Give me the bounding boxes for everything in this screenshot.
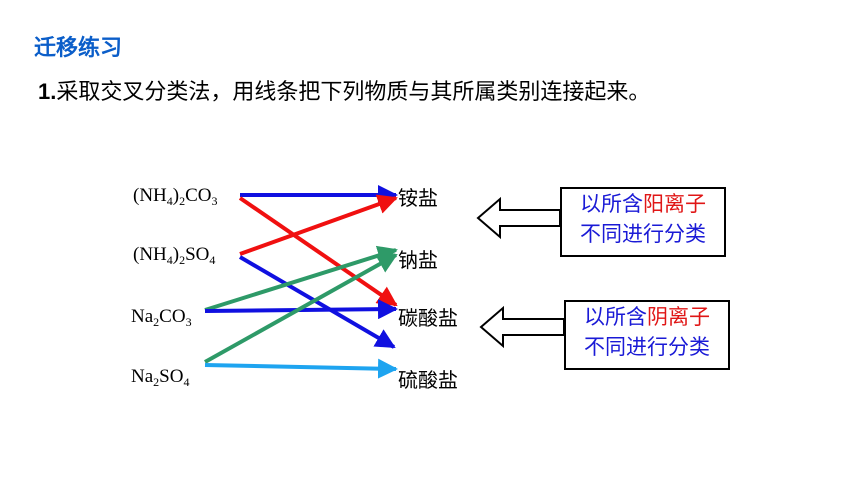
arrow-nh4-2-so4-to-sulfate (238, 255, 396, 349)
compound-na2-co3: Na2CO3 (131, 306, 192, 329)
anion-classification-box: 以所含阴离子 不同进行分类 (564, 300, 730, 370)
anion-box-line1: 以所含阴离子 (584, 305, 710, 329)
arrow-na2so4-to-sulfate (204, 358, 398, 379)
question-number: 1. (38, 79, 57, 104)
arrow-na2co3-to-sodium (204, 245, 398, 312)
category-sulfate: 硫酸盐 (398, 368, 458, 392)
compound-nh4-2-co3: (NH4)2CO3 (133, 185, 218, 208)
question-body: 采取交叉分类法，用线条把下列物质与其所属类别连接起来。 (56, 80, 651, 105)
category-ammonium-salt: 铵盐 (398, 186, 438, 210)
cation-classification-box: 以所含阳离子 不同进行分类 (560, 187, 726, 257)
compound-na2-so4: Na2SO4 (131, 366, 190, 389)
cation-pointer-arrow (476, 196, 561, 240)
category-sodium-salt: 钠盐 (398, 248, 438, 272)
arrow-na2so4-to-sodium (204, 253, 398, 364)
cation-box-line2: 不同进行分类 (580, 222, 706, 246)
arrow-nh4-2-so4-to-ammonium (239, 194, 398, 256)
anion-pointer-arrow (479, 305, 565, 349)
section-heading: 迁移练习 (34, 36, 123, 61)
question-text: 1.采取交叉分类法，用线条把下列物质与其所属类别连接起来。 (38, 74, 650, 106)
anion-box-line2: 不同进行分类 (584, 335, 710, 359)
arrow-nh4-2-co3-to-carbonate (238, 196, 398, 307)
cation-box-line1: 以所含阳离子 (580, 192, 706, 216)
compound-nh4-2-so4: (NH4)2SO4 (133, 244, 216, 267)
category-carbonate: 碳酸盐 (398, 306, 458, 330)
